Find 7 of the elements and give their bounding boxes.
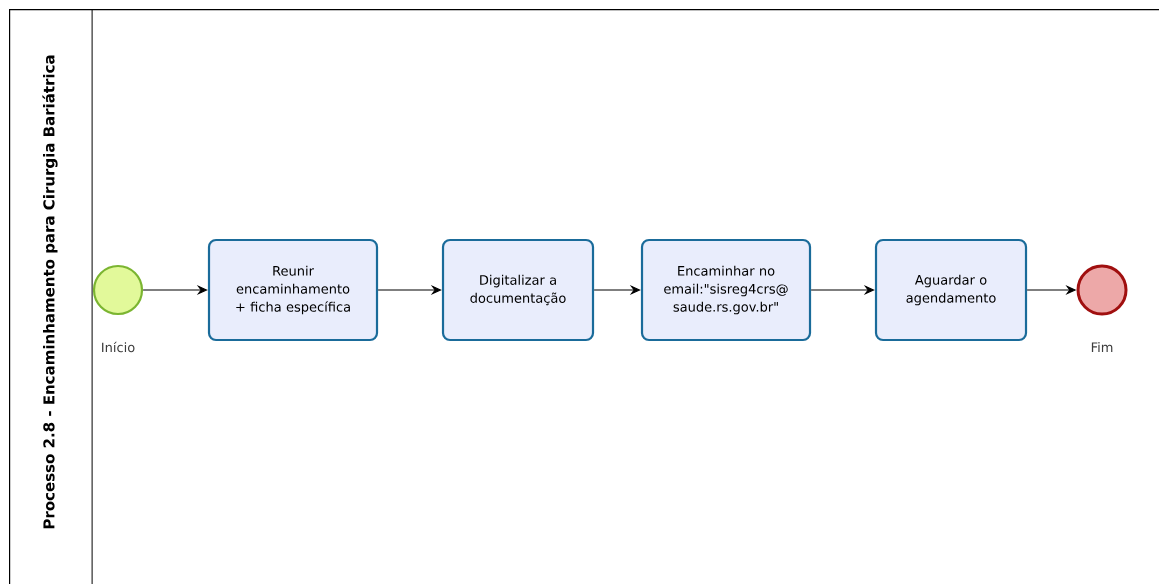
task-box: Encaminhar no email:"sisreg4crs@ saude.rs.gov.br"	[640, 238, 812, 342]
pool-title: Processo 2.8 - Encaminhamento para Cirurgia Bariátrica	[42, 55, 58, 529]
task-box: Aguardar o agendamento	[874, 238, 1028, 342]
event-label: Fim	[1091, 342, 1113, 352]
event-label: Início	[102, 341, 135, 353]
task-box: Digitalizar a documentação	[441, 238, 595, 342]
task-box: Reunir encaminhamento + ficha específica	[207, 238, 379, 342]
